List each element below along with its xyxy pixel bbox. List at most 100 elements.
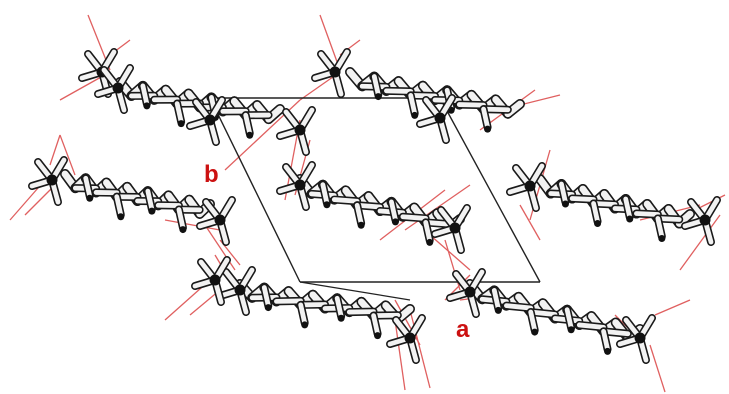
bond-fill <box>176 207 186 230</box>
atom <box>626 215 634 223</box>
atom <box>214 214 226 226</box>
bond-fill <box>320 182 330 206</box>
molecular-chains <box>28 48 721 364</box>
atom <box>567 326 575 334</box>
bond-fill <box>114 194 124 218</box>
chain-top-left <box>115 77 285 139</box>
hydrogen-bond <box>319 14 341 71</box>
bond-fill <box>528 309 538 333</box>
atom <box>301 321 309 329</box>
bond-fill <box>384 88 414 94</box>
chain-mid-center <box>295 174 465 246</box>
node-5 <box>416 94 456 144</box>
atom <box>391 218 399 226</box>
bond-fill <box>504 303 534 311</box>
atom <box>374 332 382 340</box>
chain-top-right <box>345 67 525 133</box>
bond-fill <box>623 196 633 220</box>
atom <box>329 66 341 78</box>
node-3 <box>94 64 134 114</box>
atom <box>531 328 539 336</box>
atom <box>148 207 156 215</box>
atom <box>594 220 602 227</box>
node-10 <box>196 196 236 246</box>
chain-bottom-left <box>235 279 415 340</box>
atom <box>264 304 272 312</box>
bond-fill <box>371 74 381 97</box>
hydrogen-bond <box>394 319 406 391</box>
atom <box>411 111 419 119</box>
chain-mid-right <box>535 174 695 242</box>
hydrogen-bond <box>679 214 721 271</box>
bond-fill <box>634 211 661 217</box>
hydrogen-bond <box>404 184 471 231</box>
hydrogen-bond <box>519 204 541 241</box>
atom <box>357 221 365 229</box>
node-15 <box>386 314 426 364</box>
node-4 <box>276 106 316 156</box>
atom <box>464 286 476 298</box>
bond-fill <box>591 201 600 224</box>
bond-fill <box>400 214 429 221</box>
bond-fill <box>298 302 308 326</box>
node-6 <box>186 96 226 146</box>
atom <box>209 274 221 286</box>
bond-fill <box>569 196 596 202</box>
cell-edge <box>439 97 541 283</box>
atom <box>484 125 492 133</box>
atom <box>46 174 58 186</box>
atom <box>524 180 536 192</box>
bond-fill <box>423 220 433 243</box>
hydrogen-bond <box>649 344 666 393</box>
atom <box>179 226 187 234</box>
bond-fill <box>354 202 364 226</box>
axis-label-b: b <box>204 161 219 188</box>
node-17 <box>191 256 231 306</box>
atom <box>337 314 345 322</box>
atom <box>374 93 382 101</box>
bond-fill <box>601 328 610 352</box>
atom <box>234 284 246 296</box>
bond-fill <box>564 307 574 331</box>
chain-mid-left <box>60 169 215 234</box>
node-12 <box>681 196 721 246</box>
bond-fill <box>408 93 418 116</box>
hydrogen-bond <box>394 299 421 346</box>
cell-edge <box>299 281 411 301</box>
hydrogen-bond <box>49 134 61 166</box>
hydrogen-bond <box>654 299 691 316</box>
bond-fill <box>145 188 155 212</box>
atom <box>86 194 94 202</box>
hydrogen-bond <box>164 219 221 231</box>
atom <box>404 332 416 344</box>
hydrogen-bond <box>429 234 471 271</box>
bond-fill <box>261 285 271 308</box>
atom <box>294 124 306 136</box>
node-7 <box>28 156 68 206</box>
bond-fill <box>334 295 344 319</box>
bond-fill <box>83 175 93 199</box>
atom <box>561 200 569 208</box>
node-9 <box>506 162 546 212</box>
atom <box>449 222 461 234</box>
chain-bottom-right <box>465 279 645 355</box>
hydrogen-bond <box>59 134 76 176</box>
node-11 <box>431 204 471 254</box>
atom <box>204 114 216 126</box>
bond-fill <box>481 106 490 130</box>
node-8 <box>276 161 316 211</box>
atom <box>112 82 124 94</box>
bond-fill <box>491 288 501 311</box>
bond-fill <box>576 322 606 330</box>
bond-fill <box>456 102 486 108</box>
bond-fill <box>371 313 380 337</box>
bond-fill <box>243 112 253 136</box>
bond-fill <box>559 181 568 205</box>
bond-fill <box>140 83 150 107</box>
hydrogen-bond <box>24 184 56 216</box>
cell-edge <box>209 97 301 283</box>
axis-label-a: a <box>456 316 470 343</box>
atom <box>323 201 331 209</box>
node-2 <box>311 48 351 98</box>
